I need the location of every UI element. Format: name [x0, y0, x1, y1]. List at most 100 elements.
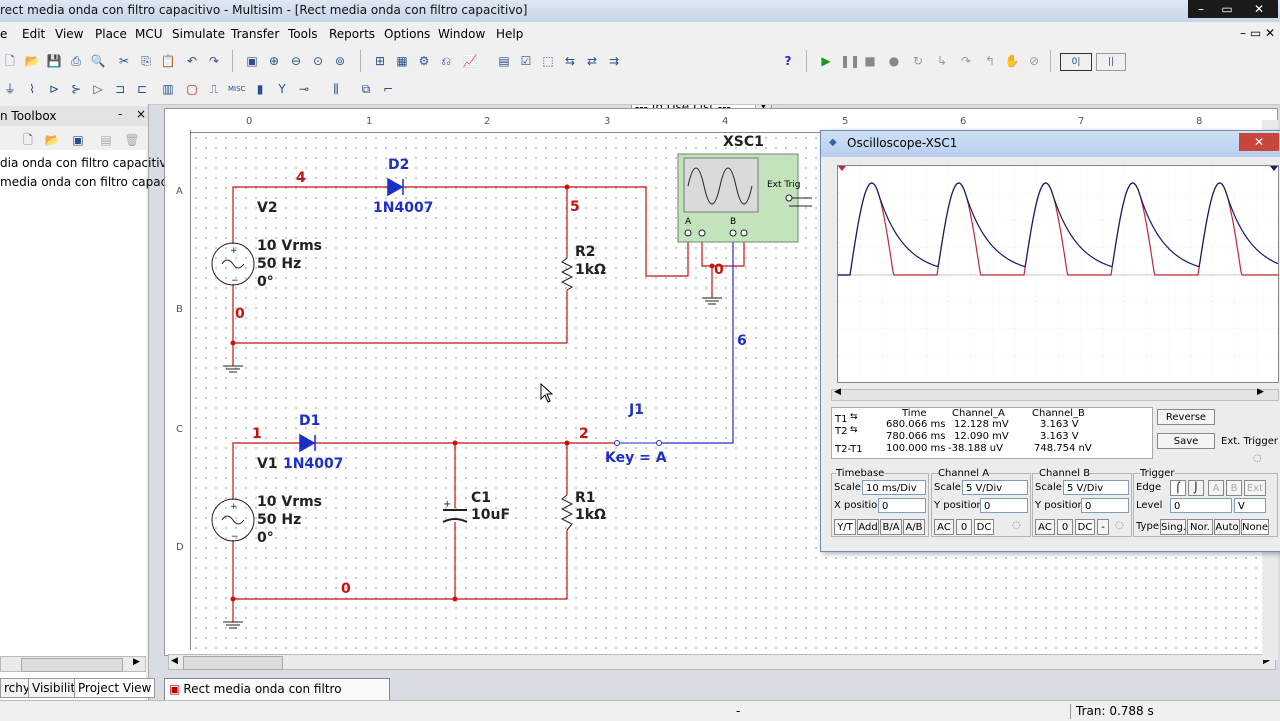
- channel-a-color-icon[interactable]: ◌: [1012, 520, 1021, 531]
- misc-icon[interactable]: MISC: [228, 85, 246, 93]
- step-into-icon[interactable]: ↳: [936, 54, 948, 68]
- menu-file-partial[interactable]: e: [0, 27, 8, 41]
- channel-a-ypos-field[interactable]: 0: [980, 498, 1028, 513]
- channel-a-scale-field[interactable]: 5 V/Div: [962, 480, 1028, 495]
- toolbox-close-icon[interactable]: ×: [136, 107, 147, 121]
- channel-b-ac-button[interactable]: AC: [1035, 519, 1055, 535]
- channel-b-zero-button[interactable]: 0: [1057, 519, 1073, 535]
- channel-b-dc-button[interactable]: DC: [1075, 519, 1095, 535]
- channel-b-invert-button[interactable]: -: [1097, 519, 1109, 535]
- close-sheet-icon[interactable]: ▤: [100, 133, 112, 147]
- spreadsheet-icon[interactable]: ▦: [396, 54, 408, 68]
- scroll-right-icon[interactable]: ▶: [133, 657, 140, 667]
- probe-icon[interactable]: 0|: [1060, 53, 1092, 71]
- open-icon[interactable]: 📂: [24, 54, 40, 68]
- rising-edge-icon[interactable]: ⌠: [1170, 480, 1186, 496]
- redo-icon[interactable]: ↷: [208, 54, 220, 68]
- source-icon[interactable]: ⏚: [3, 82, 16, 96]
- cmos-icon[interactable]: ⊏: [136, 82, 148, 96]
- new-sheet-icon[interactable]: 🗋: [23, 133, 33, 147]
- mixed-icon[interactable]: ▥: [162, 82, 174, 96]
- trigger-level-field[interactable]: 0: [1170, 498, 1232, 513]
- scroll-thumb[interactable]: [183, 656, 283, 670]
- ba-button[interactable]: B/A: [880, 519, 902, 535]
- yt-button[interactable]: Y/T: [834, 519, 856, 535]
- stop-icon[interactable]: ■: [864, 54, 876, 68]
- indicator-icon[interactable]: ▢: [186, 82, 198, 96]
- channel-b-scale-field[interactable]: 5 V/Div: [1063, 480, 1129, 495]
- menu-window[interactable]: Window: [438, 27, 486, 41]
- tree-item[interactable]: dia onda con filtro capacitiv: [0, 156, 167, 170]
- menu-tools[interactable]: Tools: [288, 27, 318, 41]
- menu-options[interactable]: Options: [384, 27, 431, 41]
- step-icon[interactable]: ↻: [912, 54, 924, 68]
- trigger-single-button[interactable]: Sing.: [1160, 519, 1186, 535]
- component-wizard-icon[interactable]: ⎌: [441, 54, 451, 68]
- ttl-icon[interactable]: ⊐: [114, 82, 126, 96]
- oscilloscope-screen[interactable]: [837, 165, 1279, 383]
- menu-help[interactable]: Help: [496, 27, 524, 41]
- t2-arrows-icon[interactable]: ⇆: [850, 425, 858, 435]
- canvas-hscroll[interactable]: ◀ ▶: [168, 654, 1276, 670]
- t1-arrows-icon[interactable]: ⇆: [850, 412, 858, 422]
- trigger-normal-button[interactable]: Nor.: [1187, 519, 1213, 535]
- breakpoint-icon[interactable]: ✋: [1004, 54, 1020, 68]
- run-icon[interactable]: ▶: [821, 54, 831, 68]
- menu-place[interactable]: Place: [95, 27, 127, 41]
- full-screen-icon[interactable]: ▣: [246, 54, 258, 68]
- back-annotate-icon[interactable]: ⇄: [586, 54, 598, 68]
- diode-icon[interactable]: ⊳: [48, 82, 60, 96]
- trigger-none-button[interactable]: None: [1241, 519, 1269, 535]
- channel-a-zero-button[interactable]: 0: [956, 519, 972, 535]
- tab-project-view[interactable]: Project View: [74, 678, 156, 698]
- help-icon[interactable]: ?: [784, 54, 792, 68]
- step-over-icon[interactable]: ↷: [960, 54, 972, 68]
- tab-hierarchy[interactable]: rchy: [0, 678, 34, 698]
- toolbox-minimize-icon[interactable]: -: [118, 107, 123, 121]
- new-icon[interactable]: 🗋: [5, 54, 15, 68]
- menu-transfer[interactable]: Transfer: [231, 27, 280, 41]
- trigger-auto-button[interactable]: Auto: [1214, 519, 1240, 535]
- zoom-area-icon[interactable]: ⊙: [312, 54, 324, 68]
- step-out-icon[interactable]: ↰: [984, 54, 996, 68]
- scroll-right-icon[interactable]: ▶: [1257, 387, 1264, 397]
- transistor-icon[interactable]: ⊱: [70, 82, 82, 96]
- analog-icon[interactable]: ▷: [93, 82, 103, 96]
- mcu-icon[interactable]: ⫼: [333, 82, 339, 96]
- document-tab[interactable]: ▣Rect media onda con filtro capacitivo: [164, 678, 390, 716]
- print-icon[interactable]: ⎙: [71, 54, 81, 68]
- tree-item[interactable]: media onda con filtro capac: [0, 175, 168, 189]
- grapher-icon[interactable]: 📈: [462, 54, 478, 68]
- add-button[interactable]: Add: [857, 519, 879, 535]
- pause-next-icon[interactable]: ●: [888, 54, 900, 68]
- select-area-icon[interactable]: ⬚: [542, 54, 554, 68]
- tab-visibility[interactable]: Visibility: [28, 678, 87, 698]
- transfer-icon[interactable]: ⇆: [564, 54, 576, 68]
- falling-edge-icon[interactable]: ⌡: [1188, 480, 1204, 496]
- menu-simulate[interactable]: Simulate: [172, 27, 226, 41]
- x-position-field[interactable]: 0: [878, 498, 926, 513]
- reverse-button[interactable]: Reverse: [1157, 409, 1215, 425]
- peripheral-icon[interactable]: ▮: [256, 82, 264, 96]
- trigger-level-unit[interactable]: V: [1234, 498, 1266, 513]
- remove-breakpoints-icon[interactable]: ⊘: [1028, 54, 1040, 68]
- menu-view[interactable]: View: [55, 27, 84, 41]
- menu-edit[interactable]: Edit: [22, 27, 46, 41]
- scroll-thumb[interactable]: [21, 658, 123, 672]
- save-sheet-icon[interactable]: ▣: [72, 133, 84, 147]
- channel-b-color-icon[interactable]: ◌: [1115, 520, 1124, 531]
- undo-icon[interactable]: ↶: [186, 54, 198, 68]
- oscilloscope-close-button[interactable]: ✕: [1239, 133, 1279, 151]
- screen-hscroll[interactable]: ◀ ▶: [831, 387, 1279, 401]
- zoom-out-icon[interactable]: ⊖: [290, 54, 302, 68]
- oscilloscope-title-bar[interactable]: ◆ Oscilloscope-XSC1 ✕: [821, 131, 1280, 157]
- trigger-source-a-button[interactable]: A: [1208, 480, 1224, 496]
- trigger-source-ext-button[interactable]: Ext: [1244, 480, 1266, 496]
- minimize-button[interactable]: –: [1188, 0, 1214, 18]
- mdi-controls[interactable]: – ▭ ✕: [1240, 26, 1276, 40]
- electromechanical-icon[interactable]: ⊸: [298, 82, 310, 96]
- toolbox-hscroll[interactable]: ▶: [0, 656, 146, 672]
- zoom-fit-icon[interactable]: ⊚: [334, 54, 346, 68]
- design-toolbox-icon[interactable]: ⊞: [374, 54, 386, 68]
- channel-b-ypos-field[interactable]: 0: [1081, 498, 1129, 513]
